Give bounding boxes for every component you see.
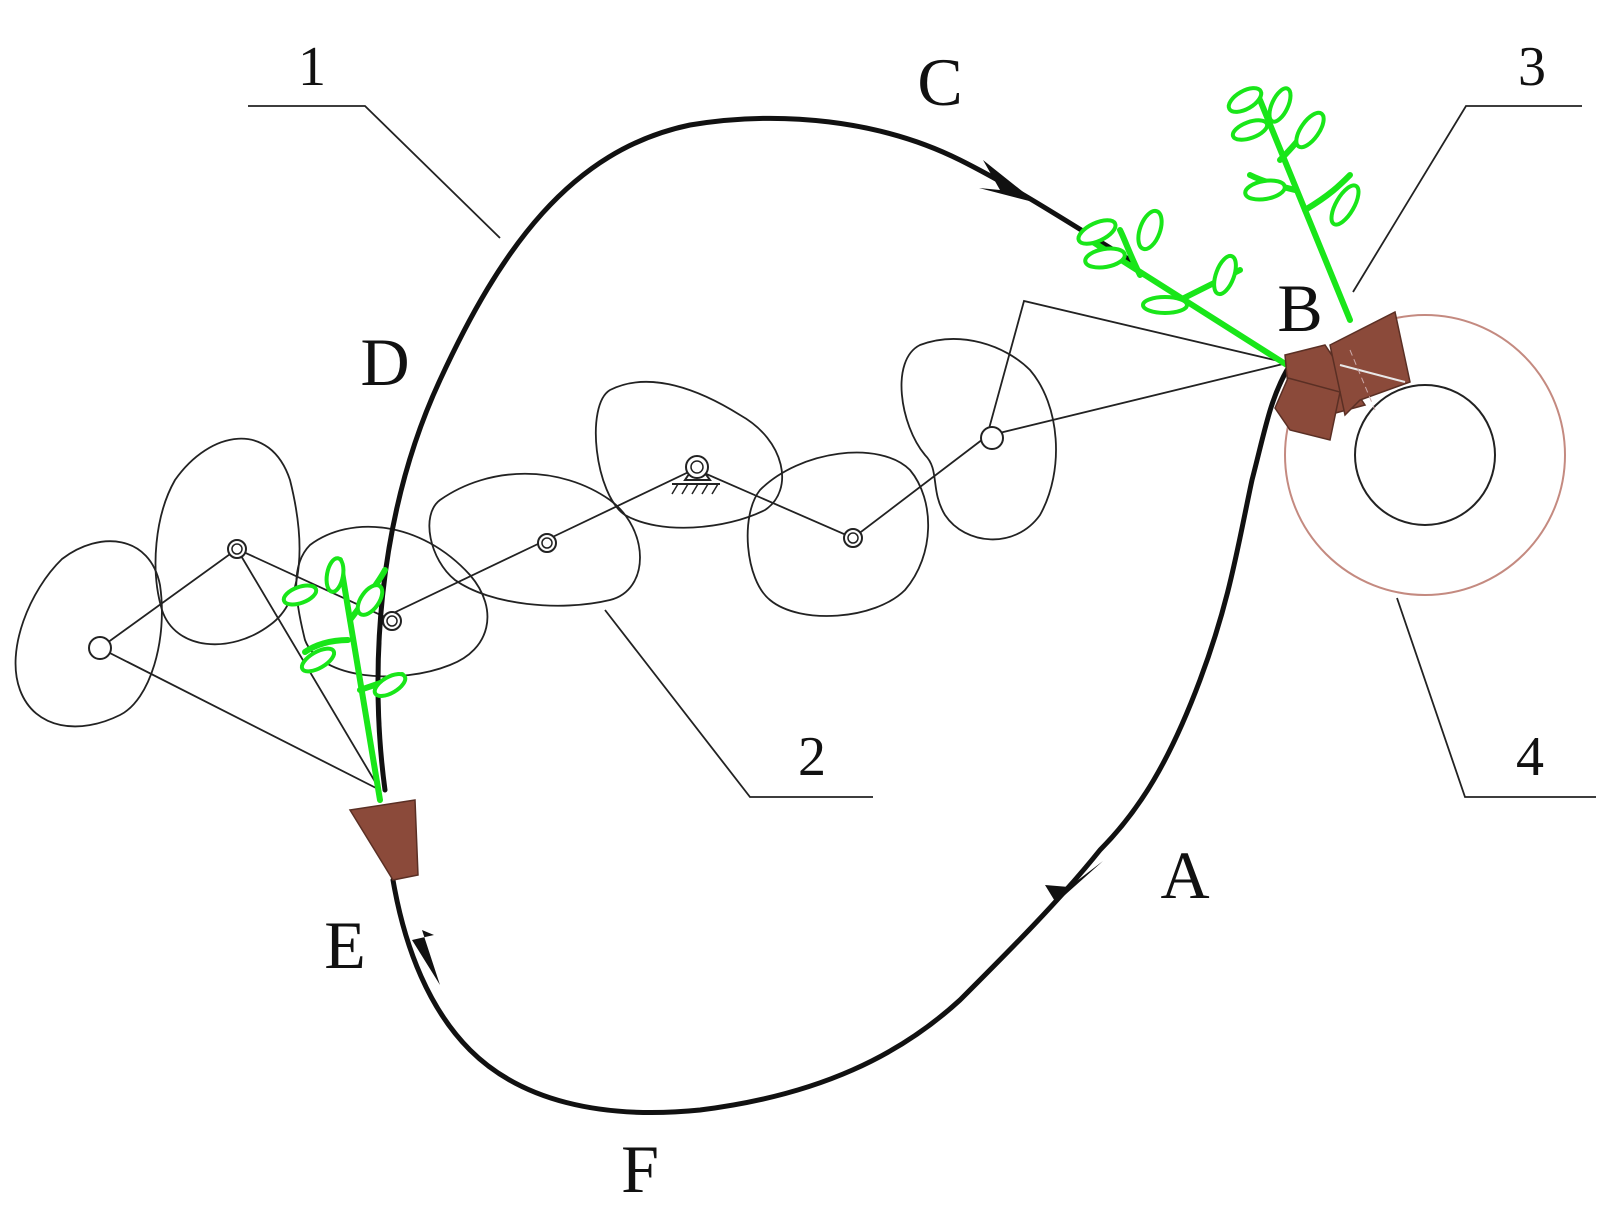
joint bbox=[382, 611, 402, 631]
trajectory-path bbox=[375, 115, 1133, 793]
pot-icon bbox=[1274, 310, 1411, 441]
tray-inner-ring bbox=[1354, 384, 1496, 526]
joint bbox=[843, 528, 863, 548]
gear-6 bbox=[746, 451, 930, 617]
trajectory bbox=[375, 115, 1290, 1115]
joints bbox=[88, 426, 1004, 660]
gear-4 bbox=[428, 472, 641, 607]
seedling-tray bbox=[1284, 314, 1566, 596]
joint bbox=[386, 615, 398, 627]
arrow-e bbox=[412, 930, 440, 985]
part-number-4: 4 bbox=[1516, 726, 1544, 788]
seedling-icon bbox=[1076, 208, 1301, 375]
part-number-2: 2 bbox=[798, 726, 826, 788]
gear-7 bbox=[900, 338, 1057, 541]
arm-right-rod bbox=[986, 362, 1288, 437]
arrow-c bbox=[979, 160, 1037, 203]
arrow-a bbox=[1045, 861, 1103, 903]
tray-outer-ring bbox=[1284, 314, 1566, 596]
ground-hinge-icon bbox=[671, 455, 720, 495]
gear-3 bbox=[295, 525, 489, 678]
joint bbox=[227, 539, 247, 559]
joint bbox=[537, 533, 557, 553]
gear-2 bbox=[154, 437, 301, 646]
joint bbox=[847, 532, 859, 544]
gear-5 bbox=[594, 380, 783, 529]
part-number-1: 1 bbox=[298, 36, 326, 98]
gear-1 bbox=[14, 540, 163, 728]
gear-train bbox=[14, 338, 1057, 728]
part-number-3: 3 bbox=[1518, 36, 1546, 98]
label-f: F bbox=[621, 1131, 659, 1206]
label-d: D bbox=[360, 324, 409, 400]
linkage bbox=[99, 299, 1288, 791]
label-c: C bbox=[917, 44, 962, 120]
seedling-icon bbox=[1226, 86, 1361, 323]
joint bbox=[231, 543, 243, 555]
arm-right-link bbox=[986, 299, 1288, 437]
seedling-icon bbox=[281, 556, 408, 803]
leader-2 bbox=[604, 609, 873, 798]
leader-4 bbox=[1396, 597, 1596, 798]
leader-1 bbox=[248, 105, 501, 239]
leader-3 bbox=[1352, 105, 1582, 293]
label-a: A bbox=[1160, 837, 1209, 913]
joint bbox=[541, 537, 553, 549]
leader-lines bbox=[248, 105, 1596, 798]
joint bbox=[88, 636, 112, 660]
arm-left-rod-1 bbox=[99, 647, 381, 791]
label-e: E bbox=[324, 907, 366, 983]
joint bbox=[980, 426, 1004, 450]
pot-icon bbox=[348, 799, 419, 881]
trajectory-path-b bbox=[390, 367, 1290, 1115]
label-b: B bbox=[1277, 270, 1322, 346]
